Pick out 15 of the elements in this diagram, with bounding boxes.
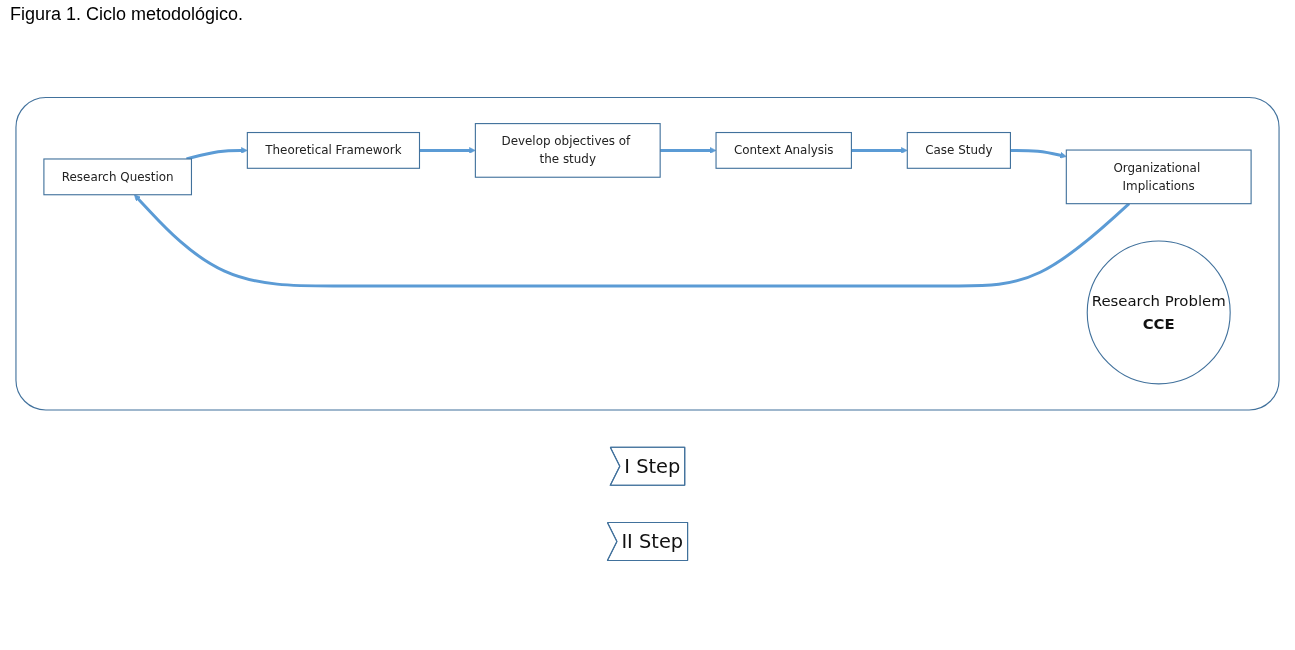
node-box: Case Study [906,131,1011,169]
figure-title: Figura 1. Ciclo metodológico. [9,3,245,26]
arrow [1010,148,1067,159]
node-box: Research Question [43,158,192,196]
node-box: Theoretical Framework [246,131,421,169]
arrow [419,147,476,154]
arrow [660,147,717,154]
arrow [186,147,248,161]
node-circle: Research Problem CCE [1086,240,1231,385]
node-box: Develop objectives of the study [474,123,661,178]
cluster [15,96,1280,411]
node-box: Organizational Implications [1065,149,1252,205]
arrow [134,194,1131,288]
arrow [851,147,908,154]
node-box: Context Analysis [715,131,852,169]
